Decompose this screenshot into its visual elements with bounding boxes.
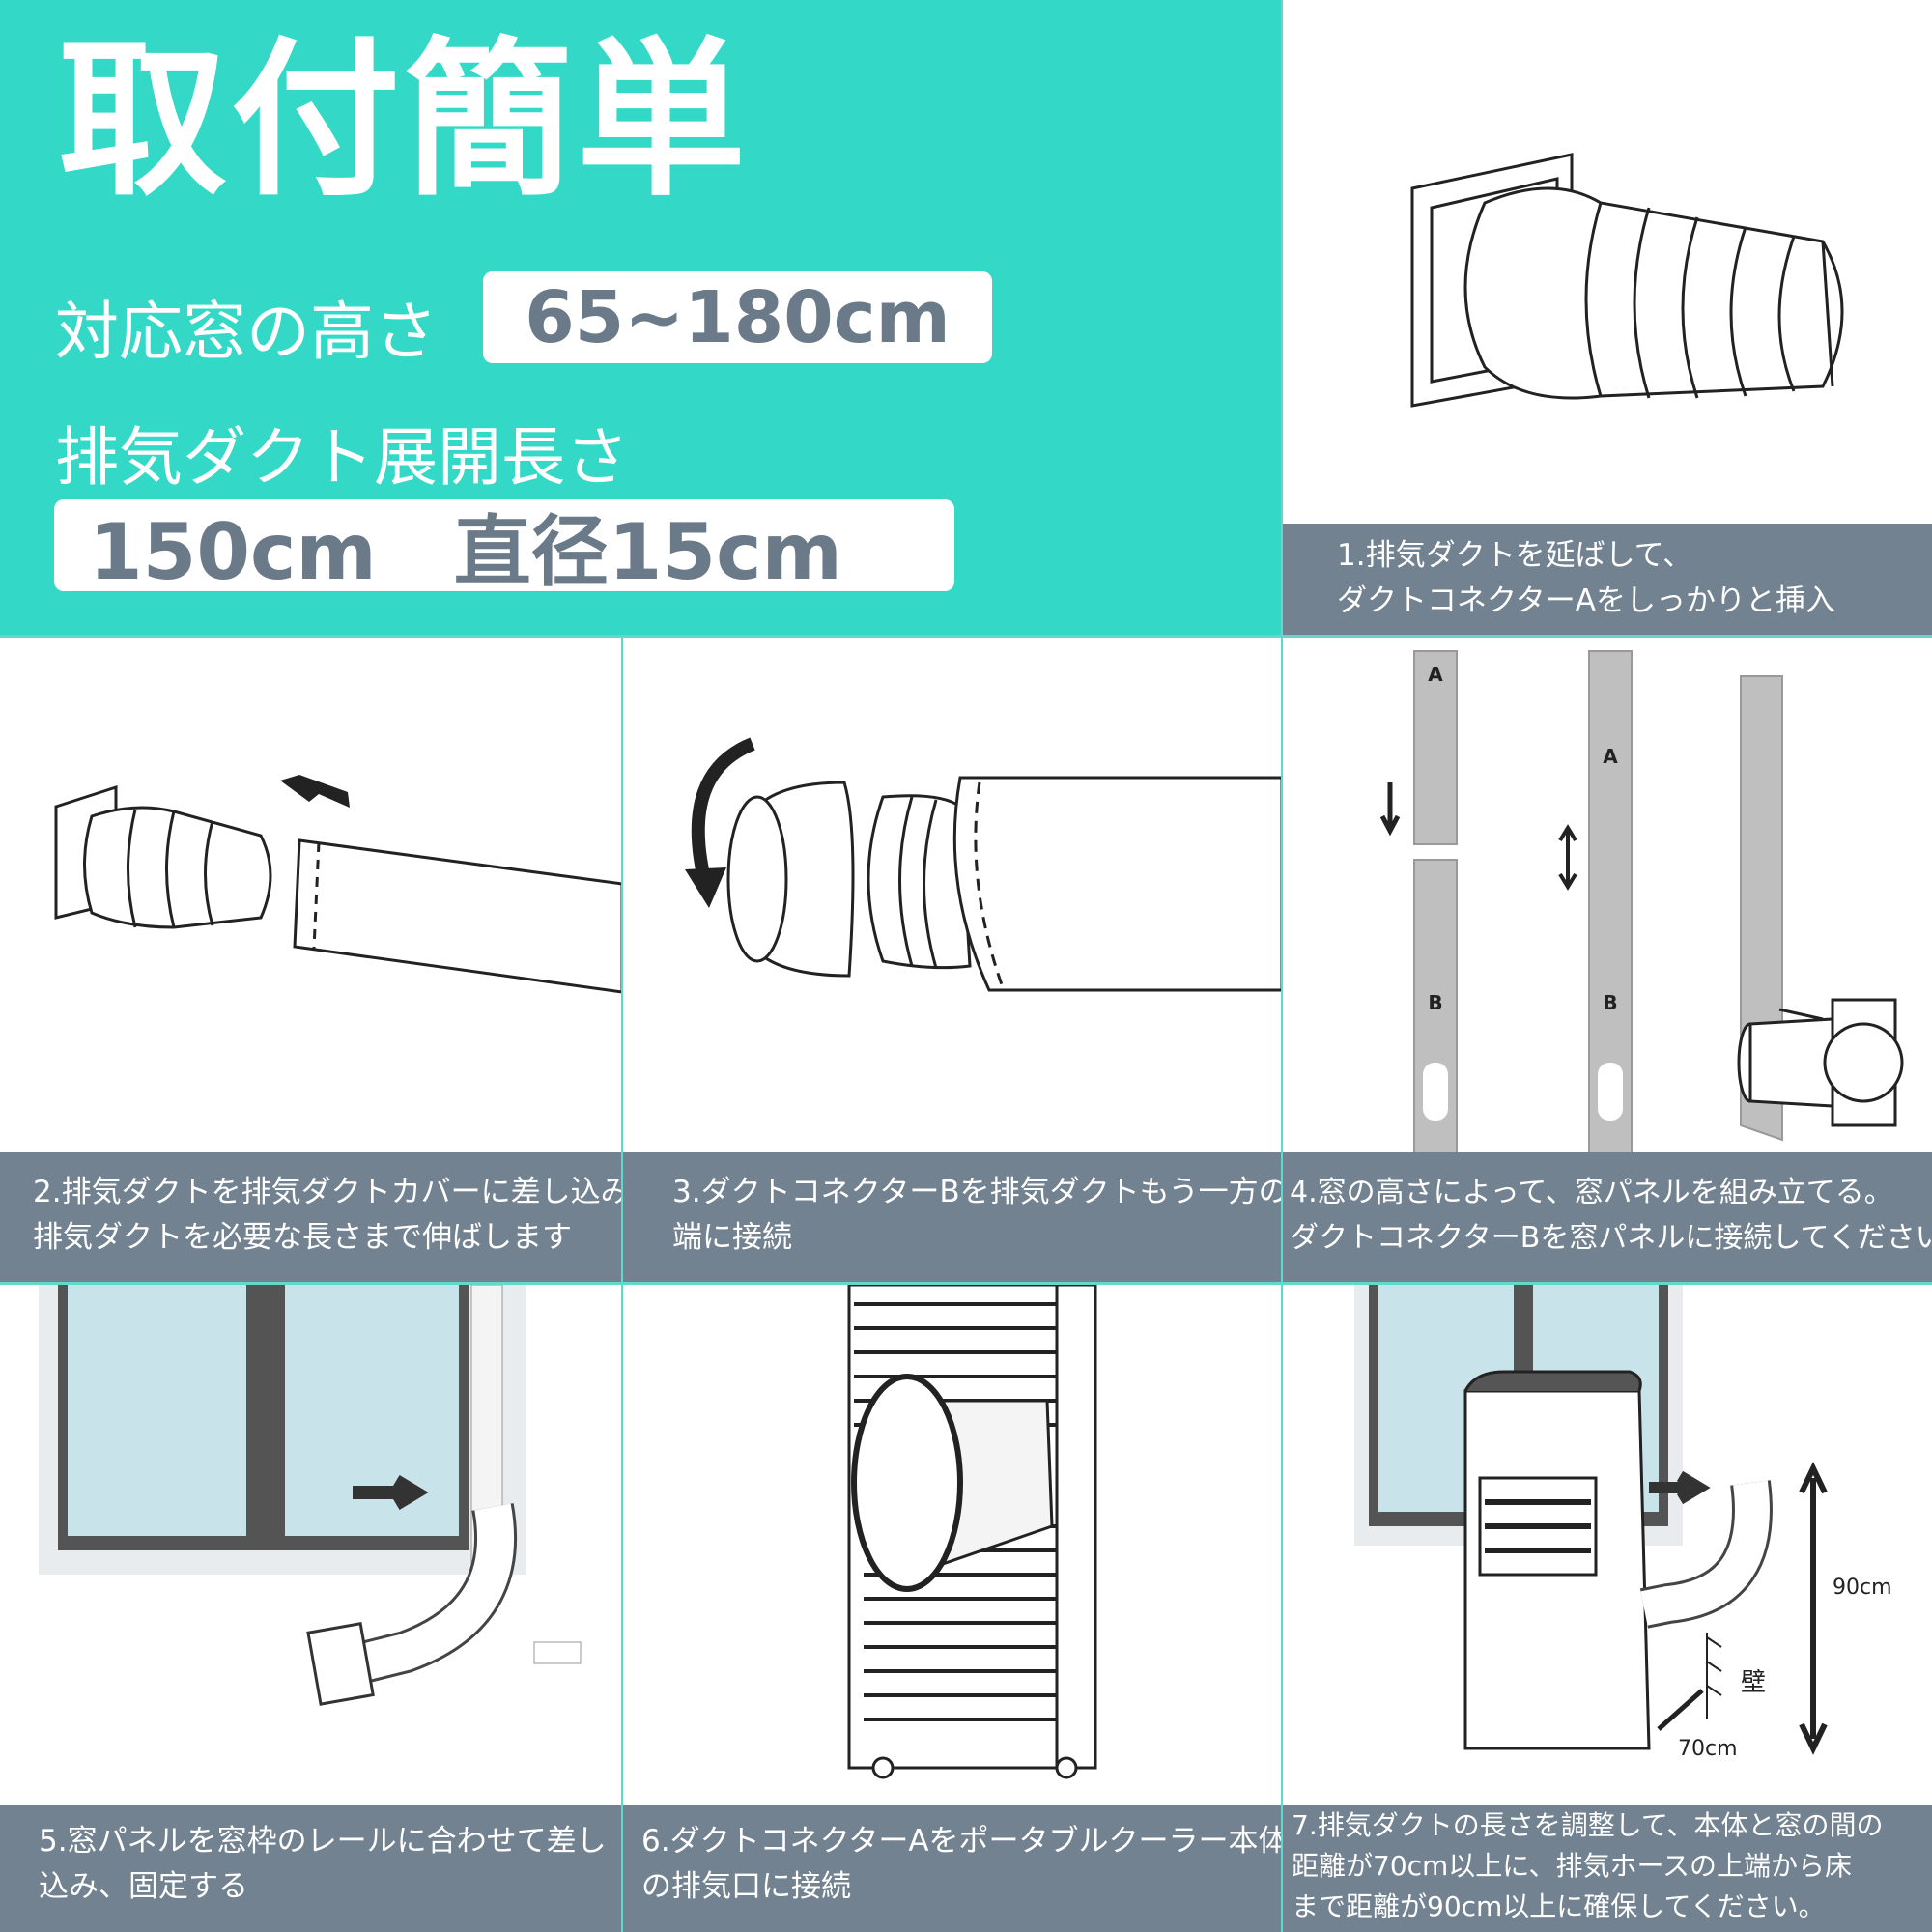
step5-caption: 5.窓パネルを窓枠のレールに合わせて差し 込み、固定する [0, 1805, 622, 1932]
step3-caption: 3.ダクトコネクターBを排気ダクトもう一方の 端に接続 [622, 1152, 1282, 1282]
step7-line1: 7.排気ダクトの長さを調整して、本体と窓の間の [1292, 1809, 1884, 1841]
divider [0, 635, 1932, 638]
step2-caption: 2.排気ダクトを排気ダクトカバーに差し込み、 排気ダクトを必要な長さまで伸ばしま… [0, 1152, 622, 1282]
duct-length-label: 排気ダクト展開長さ [55, 420, 629, 495]
step1-line2: ダクトコネクターAをしっかりと挿入 [1337, 583, 1835, 618]
divider [621, 635, 623, 1932]
step6-illustration [847, 1285, 1097, 1779]
label-b1: B [1428, 991, 1442, 1014]
distance-label: 70cm [1678, 1737, 1738, 1761]
step7-line3: まで距離が90cm以上に確保してください。 [1292, 1890, 1826, 1922]
step6-caption: 6.ダクトコネクターAをポータブルクーラー本体 の排気口に接続 [622, 1805, 1282, 1932]
step2-line2: 排気ダクトを必要な長さまで伸ばします [33, 1220, 572, 1255]
step1-line1: 1.排気ダクトを延ばして、 [1337, 538, 1693, 573]
divider [0, 1282, 1932, 1285]
wall-label: 壁 [1741, 1668, 1766, 1697]
step7-caption: 7.排気ダクトの長さを調整して、本体と窓の間の 距離が70cm以上に、排気ホース… [1282, 1805, 1932, 1932]
height-label: 90cm [1833, 1576, 1892, 1600]
page-title: 取付簡単 [58, 23, 750, 219]
step7-illustration: 90cm 70cm 壁 [1354, 1285, 1892, 1761]
label-a1: A [1428, 663, 1443, 686]
step4-illustration: A A B B [1379, 650, 1904, 1152]
label-a2: A [1603, 745, 1618, 768]
divider [1281, 0, 1283, 1932]
step5-line1: 5.窓パネルを窓枠のレールに合わせて差し [39, 1824, 607, 1859]
step3-line2: 端に接続 [672, 1220, 792, 1255]
duct-spec-value: 150cm 直径15cm [54, 499, 954, 597]
step3-illustration [685, 737, 1282, 992]
window-height-label: 対応窓の高さ [55, 295, 438, 369]
step2-illustration [54, 775, 622, 994]
step4-caption: 4.窓の高さによって、窓パネルを組み立てる。 ダクトコネクターBを窓パネルに接続… [1282, 1152, 1932, 1282]
down-arrow-icon [1379, 782, 1401, 837]
step1-caption: 1.排気ダクトを延ばして、 ダクトコネクターAをしっかりと挿入 [1282, 524, 1932, 635]
step5-line2: 込み、固定する [39, 1869, 248, 1904]
step4-line1: 4.窓の高さによって、窓パネルを組み立てる。 [1290, 1176, 1893, 1209]
step6-line1: 6.ダクトコネクターAをポータブルクーラー本体 [641, 1824, 1282, 1859]
step5-illustration [39, 1285, 582, 1706]
step4-line2: ダクトコネクターBを窓パネルに接続してください [1290, 1221, 1932, 1255]
step1-illustration [1410, 153, 1844, 408]
up-down-arrow-icon [1558, 824, 1577, 891]
step7-line2: 距離が70cm以上に、排気ホースの上端から床 [1292, 1850, 1853, 1882]
step3-line1: 3.ダクトコネクターBを排気ダクトもう一方の [672, 1175, 1282, 1209]
step6-line2: の排気口に接続 [641, 1869, 851, 1904]
step2-line1: 2.排気ダクトを排気ダクトカバーに差し込み、 [33, 1175, 622, 1209]
label-b2: B [1603, 991, 1617, 1014]
window-height-value: 65~180cm [483, 271, 992, 363]
